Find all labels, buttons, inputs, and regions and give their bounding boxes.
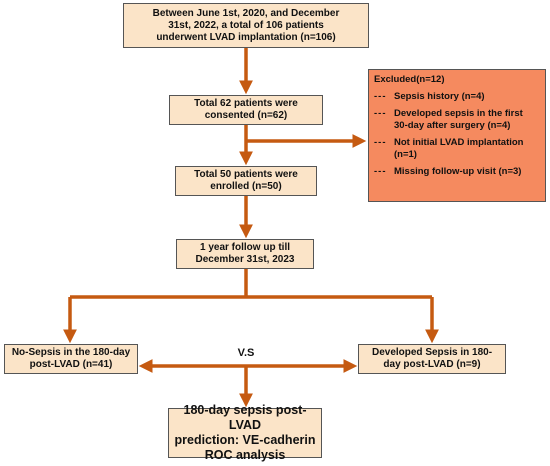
dash-marker: ---	[374, 91, 387, 102]
enrolled-patients-box: Total 50 patients were enrolled (n=50)	[175, 166, 317, 196]
box-line: day post-LVAD (n=9)	[383, 359, 481, 370]
dash-marker: ---	[374, 137, 387, 149]
comparison-label: V.S	[237, 347, 255, 359]
box-line: consented (n=62)	[204, 110, 288, 121]
box-line: Total 50 patients were	[194, 169, 298, 180]
excluded-item-line: Missing follow-up visit (n=3)	[394, 165, 522, 177]
no-sepsis-box: No-Sepsis in the 180-day post-LVAD (n=41…	[4, 344, 138, 374]
box-line: Total 62 patients were	[194, 98, 298, 109]
excluded-title: Excluded(n=12)	[374, 74, 445, 85]
sepsis-box: Developed Sepsis in 180- day post-LVAD (…	[358, 344, 506, 374]
excluded-item: --- Missing follow-up visit (n=3)	[374, 166, 540, 177]
excluded-item-line: Developed sepsis in the first	[394, 108, 523, 120]
excluded-item: --- Developed sepsis in the first 30-day…	[374, 108, 540, 131]
box-line: December 31st, 2023	[195, 254, 295, 265]
analysis-box: 180-day sepsis post-LVAD prediction: VE-…	[168, 403, 322, 462]
excluded-item-text: Missing follow-up visit (n=3)	[394, 166, 521, 177]
box-line: prediction: VE-cadherin	[174, 433, 316, 447]
consented-patients-box: Total 62 patients were consented (n=62)	[169, 95, 323, 125]
excluded-item-text: Sepsis history (n=4)	[394, 91, 485, 102]
excluded-item: --- Sepsis history (n=4)	[374, 91, 540, 102]
excluded-item-text: Developed sepsis in the first 30-day aft…	[394, 108, 523, 131]
dash-marker: ---	[374, 108, 387, 120]
excluded-item-line: Not initial LVAD implantation	[394, 137, 524, 149]
box-line: 31st, 2022, a total of 106 patients	[168, 19, 324, 31]
excluded-item-line: Sepsis history (n=4)	[394, 91, 485, 102]
box-line: enrolled (n=50)	[210, 181, 282, 192]
box-line: No-Sepsis in the 180-day	[11, 347, 131, 358]
box-line: Developed Sepsis in 180-	[371, 347, 493, 358]
box-line: underwent LVAD implantation (n=106)	[156, 31, 336, 43]
excluded-item-line: 30-day after surgery (n=4)	[394, 119, 511, 131]
excluded-item-line: (n=1)	[394, 148, 417, 160]
excluded-item-text: Not initial LVAD implantation (n=1)	[394, 137, 523, 160]
excluded-item: --- Not initial LVAD implantation (n=1)	[374, 137, 540, 160]
box-line: Between June 1st, 2020, and December	[152, 7, 340, 19]
box-line: 1 year follow up till	[199, 242, 290, 253]
box-line: 180-day sepsis post-LVAD	[183, 403, 307, 432]
dash-marker: ---	[374, 165, 387, 177]
excluded-box: Excluded(n=12) --- Sepsis history (n=4) …	[368, 69, 546, 202]
box-line: ROC analysis	[204, 448, 286, 462]
box-line: post-LVAD (n=41)	[29, 359, 113, 370]
screened-patients-box: Between June 1st, 2020, and December 31s…	[123, 3, 369, 48]
follow-up-box: 1 year follow up till December 31st, 202…	[176, 239, 314, 269]
